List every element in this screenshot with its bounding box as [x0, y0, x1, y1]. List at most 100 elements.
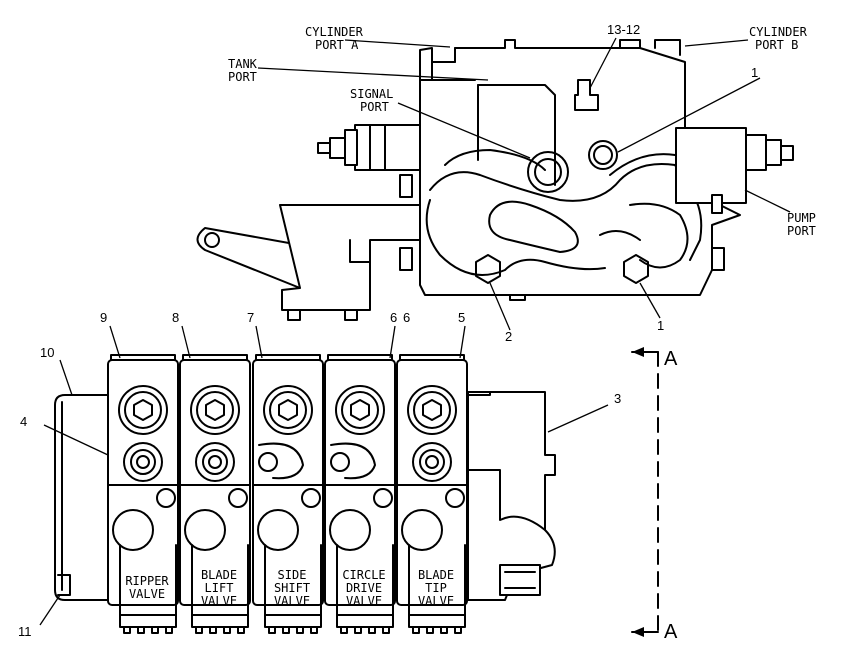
section-label-top: A	[664, 348, 678, 370]
callout-6-overlap: 6	[390, 310, 397, 325]
valve-bottom-stud	[382, 626, 390, 634]
callout-2: 2	[505, 329, 512, 344]
cylinder-port-b-label-2: PORT B	[755, 38, 798, 52]
valve-bank-leaders	[39, 325, 609, 626]
valve-section-body	[107, 359, 179, 606]
valve-section-body	[396, 359, 468, 606]
valve-plug-inner	[413, 391, 451, 429]
valve-bottom-stud	[268, 626, 276, 634]
callout-3: 3	[614, 391, 621, 406]
valve-bottom-stud	[151, 626, 159, 634]
valve-top-lip	[255, 354, 321, 361]
valve-bottom-stud	[440, 626, 448, 634]
cylinder-port-b-label-1: CYLINDER	[749, 25, 808, 39]
valve-bottom-stud	[165, 626, 173, 634]
section-label-bottom: A	[664, 621, 678, 643]
signal-port-label-2: PORT	[360, 100, 389, 114]
valve-fitting-mid	[202, 449, 228, 475]
valve-bottom-stud	[368, 626, 376, 634]
valve-section-body	[252, 359, 324, 606]
callout-6: 6	[403, 310, 410, 325]
valve-top-lip	[110, 354, 176, 361]
top-valve-assembly	[196, 39, 794, 321]
valve-spool-bore	[401, 509, 443, 551]
callout-9: 9	[100, 310, 107, 325]
valve-bottom-stud	[223, 626, 231, 634]
valve-bottom-nut	[264, 614, 322, 628]
valve-bank-labels: 10 4 9 8 7 6 6 5 3 11 A A	[18, 310, 678, 643]
callout-1-upper: 1	[751, 65, 758, 80]
valve-bottom-stud	[354, 626, 362, 634]
valve-section-body	[179, 359, 251, 606]
valve-name-line: VALVE	[346, 594, 382, 608]
valve-bottom-stud	[296, 626, 304, 634]
valve-plug-inner	[269, 391, 307, 429]
tank-port-label-1: TANK	[228, 57, 258, 71]
valve-plug-outer	[335, 385, 385, 435]
valve-bottom-stud	[137, 626, 145, 634]
valve-bottom-nut	[191, 614, 249, 628]
valve-fitting-outer	[195, 442, 235, 482]
valve-spool-bore	[184, 509, 226, 551]
cylinder-port-a-label-2: PORT A	[315, 38, 359, 52]
valve-name-line: VALVE	[201, 594, 237, 608]
valve-port-boss	[330, 442, 376, 480]
valve-top-lip	[399, 354, 465, 361]
valve-port-small	[258, 452, 278, 472]
callout-10: 10	[40, 345, 54, 360]
pump-port-label-1: PUMP	[787, 211, 816, 225]
valve-plug-hex	[350, 399, 370, 421]
callout-1-lower: 1	[657, 318, 664, 333]
tank-port-label-2: PORT	[228, 70, 257, 84]
valve-bottom-nut	[336, 614, 394, 628]
valve-plug-hex	[133, 399, 153, 421]
valve-bottom-nut	[408, 614, 466, 628]
valve-plug-hex	[278, 399, 298, 421]
valve-name-line: SIDE	[278, 568, 307, 582]
valve-name-line: VALVE	[418, 594, 454, 608]
valve-side-bolt	[156, 488, 176, 508]
valve-spool-bore	[112, 509, 154, 551]
valve-port-small	[330, 452, 350, 472]
valve-plug-inner	[341, 391, 379, 429]
valve-name-line: SHIFT	[274, 581, 310, 595]
valve-bottom-stud	[454, 626, 462, 634]
valve-port-boss	[258, 442, 304, 480]
callout-7: 7	[247, 310, 254, 325]
callout-5: 5	[458, 310, 465, 325]
callout-13-12: 13-12	[607, 22, 640, 37]
valve-plug-outer	[263, 385, 313, 435]
valve-name-line: VALVE	[129, 587, 165, 601]
valve-side-bolt	[373, 488, 393, 508]
pump-port-label-2: PORT	[787, 224, 816, 238]
valve-plug-outer	[407, 385, 457, 435]
valve-fitting-outer	[412, 442, 452, 482]
callout-8: 8	[172, 310, 179, 325]
valve-fitting-inner	[208, 455, 222, 469]
valve-side-bolt	[445, 488, 465, 508]
valve-section-body	[324, 359, 396, 606]
valve-name-line: CIRCLE	[342, 568, 385, 582]
valve-bottom-stud	[282, 626, 290, 634]
valve-bottom-stud	[195, 626, 203, 634]
valve-top-lip	[182, 354, 248, 361]
section-line-a-a	[631, 347, 659, 637]
cylinder-port-a-label-1: CYLINDER	[305, 25, 364, 39]
valve-plug-hex	[422, 399, 442, 421]
valve-name-line: LIFT	[205, 581, 234, 595]
valve-side-bolt	[301, 488, 321, 508]
valve-bottom-stud	[340, 626, 348, 634]
valve-fitting-mid	[130, 449, 156, 475]
valve-bottom-stud	[412, 626, 420, 634]
valve-fitting-mid	[419, 449, 445, 475]
valve-plug-hex	[205, 399, 225, 421]
valve-bottom-stud	[209, 626, 217, 634]
callout-4: 4	[20, 414, 27, 429]
valve-plug-inner	[124, 391, 162, 429]
valve-name-line: RIPPER	[125, 574, 169, 588]
